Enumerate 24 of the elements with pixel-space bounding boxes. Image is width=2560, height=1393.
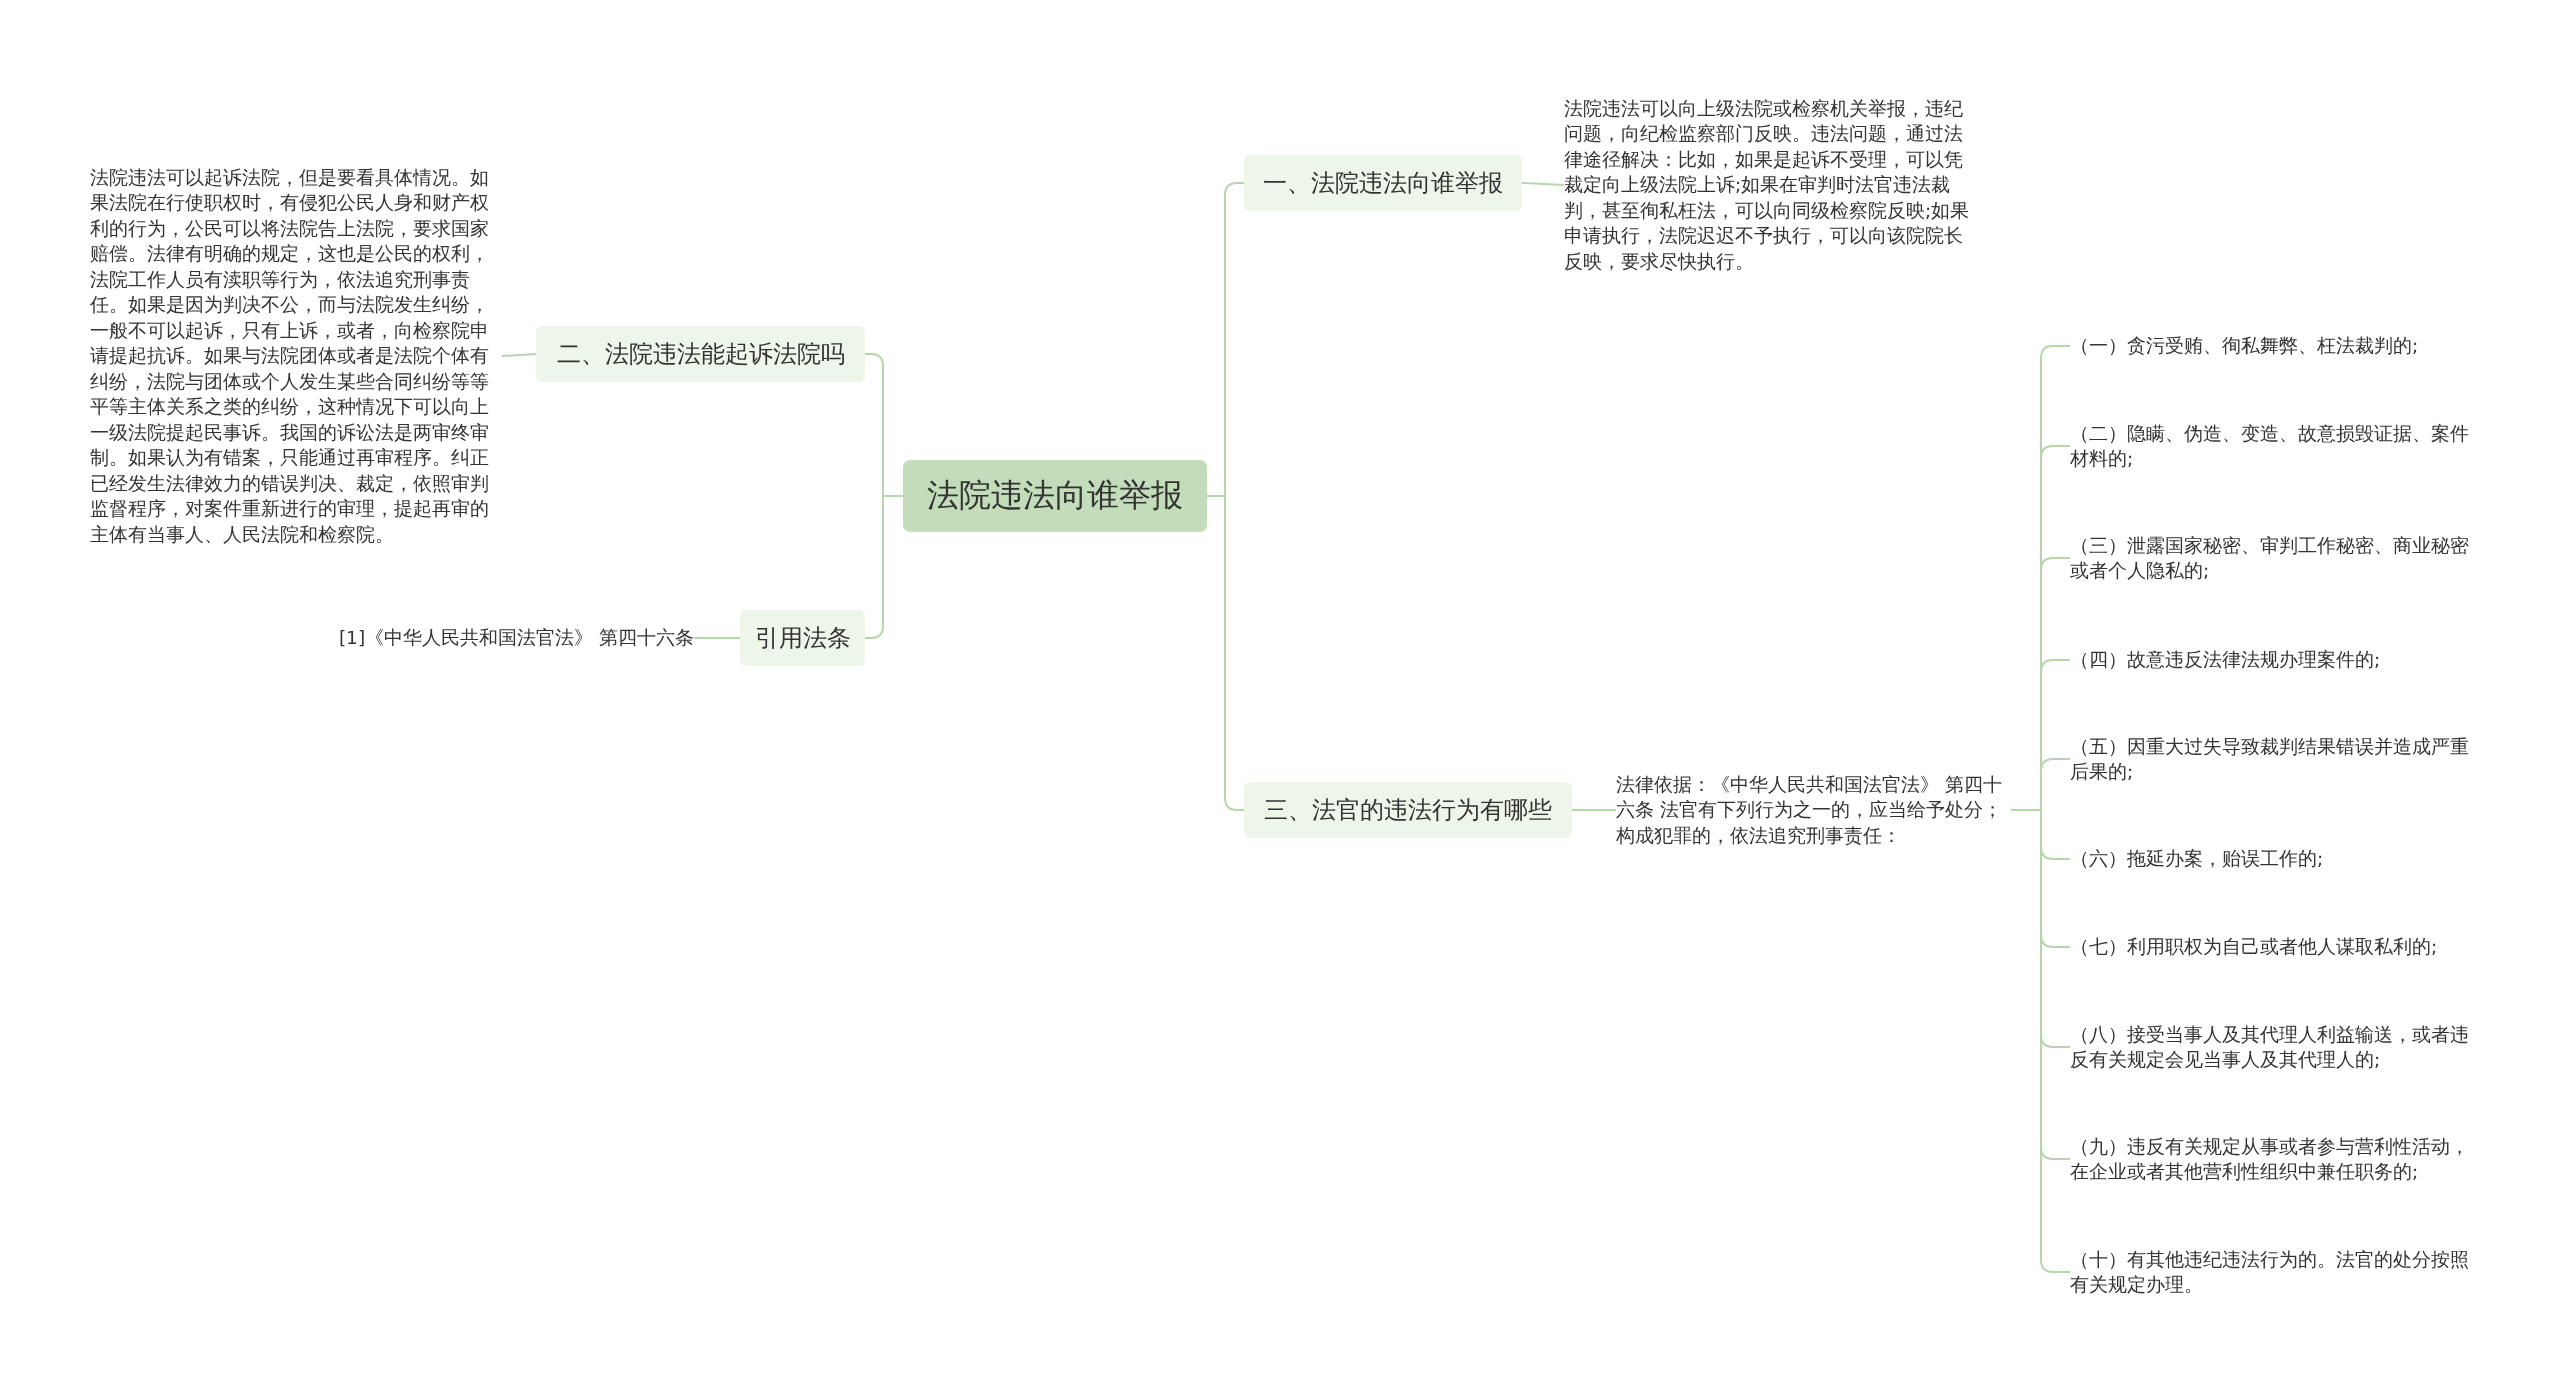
note-text: （十）有其他违纪违法行为的。法官的处分按照有关规定办理。 [2070,1246,2475,1298]
topic-box: 二、法院违法能起诉法院吗 [536,326,865,382]
connector-line [501,353,537,357]
note-text: （八）接受当事人及其代理人利益输送，或者违反有关规定会见当事人及其代理人的; [2070,1021,2475,1073]
connector-line [1571,809,1617,811]
topic-box: 引用法条 [740,610,865,666]
note-text: （二）隐瞒、伪造、变造、故意损毁证据、案件材料的; [2070,420,2475,472]
note-text: （七）利用职权为自己或者他人谋取私利的; [2070,934,2475,960]
note-text: （五）因重大过失导致裁判结果错误并造成严重后果的; [2070,733,2475,785]
note-text: （六）拖延办案，贻误工作的; [2070,846,2475,872]
note-text: 法律依据：《中华人民共和国法官法》 第四十六条 法官有下列行为之一的，应当给予处分；构成犯罪的，依法追究刑事责任： [1616,771,2011,849]
note-text: （四）故意违反法律法规办理案件的; [2070,647,2475,673]
note-text: （一）贪污受贿、徇私舞弊、枉法裁判的; [2070,333,2475,359]
note-text: （九）违反有关规定从事或者参与营利性活动，在企业或者其他营利性组织中兼任职务的; [2070,1133,2475,1185]
central-topic-box: 法院违法向谁举报 [903,460,1207,532]
topic-box: 一、法院违法向谁举报 [1244,155,1522,211]
topic-box: 三、法官的违法行为有哪些 [1244,782,1572,838]
connector-line [693,637,741,639]
note-text: （三）泄露国家秘密、审判工作秘密、商业秘密或者个人隐私的; [2070,532,2475,584]
connector-line [1521,182,1565,186]
note-text: 法院违法可以向上级法院或检察机关举报，违纪问题，向纪检监察部门反映。违法问题，通过法律途径解决：比如，如果是起诉不受理，可以凭裁定向上级法院上诉;如果在审判时法官违法裁判，甚至徇私枉法，可以向同级检察院反映;如果申请执行，法院迟迟不予执行，可以向该院院长反映，要求尽快执行。 [1564,95,1976,275]
note-text: [1]《中华人民共和国法官法》 第四十六条 [300,625,694,651]
connector-line [1206,495,1245,811]
note-text: 法院违法可以起诉法院，但是要看具体情况。如果法院在行使职权时，有侵犯公民人身和财产权利的行为，公民可以将法院告上法院，要求国家赔偿。法律有明确的规定，这也是公民的权利，法院工作人员有渎职等行为，依法追究刑事责任。如果是因为判决不公，而与法院发生纠纷，一般不可以起诉，只有上诉，或者，向检察院申请提起抗诉。如果与法院团体或者是法院个体有纠纷，法院与团体或个人发生某些合同纠纷等等平等主体关系之类的纠纷，这种情况下可以向上一级法院提起民事诉。我国的诉讼法是两审终审制。如果认为有错案，只能通过再审程序。纠正已经发生法律效力的错误判决、裁定，依照审判监督程序，对案件重新进行的审理，提起再审的主体有当事人、人民法院和检察院。 [90,164,502,548]
